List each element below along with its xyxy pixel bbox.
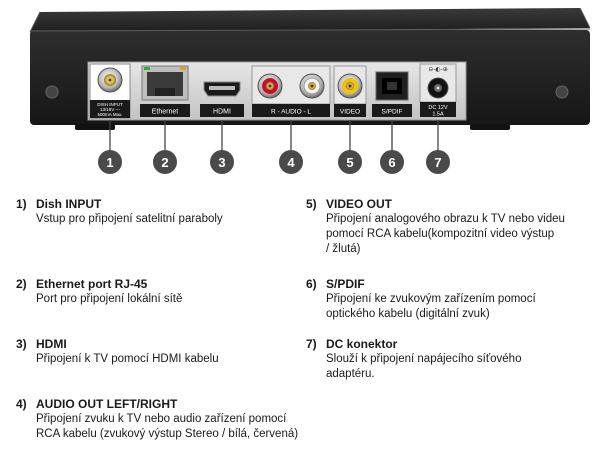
dish-label: DISH INPUT	[97, 102, 123, 107]
legend-description-line: RCA kabelu (zvukový výstup Stereo / bílá…	[36, 428, 299, 440]
callout-6: 6	[380, 120, 404, 174]
port-hdmi: HDMI	[200, 81, 244, 117]
legend-item-4: 4) AUDIO OUT LEFT/RIGHT Připojení zvuku k …	[16, 397, 298, 442]
ethernet-label: Ethernet	[152, 109, 179, 116]
port-audio-out: R - AUDIO - L	[251, 65, 331, 117]
callout-1: 1	[98, 120, 122, 174]
legend-description-line: optického kabelu (digitální zvuk)	[326, 308, 490, 320]
screw-icon	[45, 85, 59, 99]
legend-description-line: Port pro připojení lokální sítě	[36, 293, 183, 305]
screw-icon	[555, 85, 569, 99]
callout-group: 1 2 3 4 5 6 7	[98, 120, 450, 174]
legend-description-line: pomocí RCA kabelu(kompozitní video výstu…	[326, 228, 555, 240]
callout-circle	[380, 150, 404, 174]
legend-title-text: Ethernet port RJ-45	[36, 277, 148, 291]
legend-description-line: Připojení zvuku k TV nebo audio zařízení…	[36, 413, 287, 425]
callout-number: 3	[218, 155, 225, 170]
callout-number: 2	[161, 155, 168, 170]
callout-number: 1	[106, 155, 113, 170]
device-rear-panel-illustration: DISH INPUT 13/18V --- 500mA Max. Etherne…	[29, 7, 591, 174]
legend-title-text: VIDEO OUT	[326, 197, 393, 211]
callout-4: 4	[279, 120, 303, 174]
callout-circle	[153, 150, 177, 174]
legend-number: 2)	[16, 277, 27, 291]
legend-title: 7) DC konektor	[306, 337, 521, 352]
legend-number: 1)	[16, 197, 27, 211]
legend-title-text: DC konektor	[326, 337, 398, 351]
callout-7: 7	[426, 120, 450, 174]
legend-title: 3) HDMI	[16, 337, 219, 352]
spdif-label: S/PDIF	[382, 109, 403, 116]
callout-3: 3	[210, 120, 234, 174]
dc-label-1: DC 12V	[428, 105, 448, 111]
legend-title-text: Dish INPUT	[36, 197, 102, 211]
callout-circle	[279, 150, 303, 174]
port-dish-input: DISH INPUT 13/18V --- 500mA Max.	[89, 63, 131, 119]
legend-description-line: Slouží k připojení napájecího síťového	[326, 353, 522, 365]
hdmi-label: HDMI	[213, 109, 231, 116]
legend-title-text: S/PDIF	[326, 277, 365, 291]
legend-title-text: AUDIO OUT LEFT/RIGHT	[36, 397, 178, 411]
callout-circle	[426, 150, 450, 174]
callout-5: 5	[338, 120, 362, 174]
legend-title: 5) VIDEO OUT	[306, 197, 565, 212]
dc-label-2: 1.5A	[432, 112, 444, 118]
legend-description-line: Připojení analogového obrazu k TV nebo v…	[326, 213, 565, 225]
dish-spec1: 13/18V ---	[100, 107, 121, 112]
callout-circle	[98, 150, 122, 174]
legend-description-line: Připojení ke zvukovým zařízením pomocí	[326, 293, 536, 305]
port-ethernet: Ethernet	[140, 65, 190, 117]
legend-item-5: 5) VIDEO OUT Připojení analogového obrazu …	[306, 197, 565, 257]
dc-polarity-symbol: ⊖-◐-⊕	[428, 66, 448, 73]
legend-title: 4) AUDIO OUT LEFT/RIGHT	[16, 397, 298, 412]
legend-title-text: HDMI	[36, 337, 67, 351]
callout-number: 6	[388, 155, 395, 170]
legend-item-3: 3) HDMI Připojení k TV pomocí HDMI kabelu	[16, 337, 219, 367]
audio-label: R - AUDIO - L	[271, 109, 311, 116]
legend-number: 5)	[306, 197, 317, 211]
legend-number: 3)	[16, 337, 27, 351]
dish-spec2: 500mA Max.	[97, 112, 122, 117]
legend-number: 4)	[16, 397, 27, 411]
legend-number: 7)	[306, 337, 317, 351]
port-video-out: VIDEO	[333, 65, 367, 117]
legend-description-line: Vstup pro připojení satelitní paraboly	[36, 213, 223, 225]
legend-number: 6)	[306, 277, 317, 291]
legend-title: 1) Dish INPUT	[16, 197, 223, 212]
legend-title: 6) S/PDIF	[306, 277, 536, 292]
port-dc: ⊖-◐-⊕ DC 12V 1.5A	[419, 63, 457, 118]
callout-number: 7	[434, 155, 441, 170]
callout-2: 2	[153, 120, 177, 174]
port-spdif: S/PDIF	[372, 71, 412, 117]
callout-circle	[210, 150, 234, 174]
legend-description-line: Připojení k TV pomocí HDMI kabelu	[36, 353, 219, 365]
video-label: VIDEO	[340, 109, 360, 116]
legend-description-line: / žlutá)	[326, 243, 361, 255]
legend-item-1: 1) Dish INPUT Vstup pro připojení satelitn…	[16, 197, 223, 227]
callout-circle	[338, 150, 362, 174]
legend-title: 2) Ethernet port RJ-45	[16, 277, 182, 292]
legend-description-line: adaptéru.	[326, 368, 375, 380]
callout-number: 4	[287, 155, 295, 170]
legend-item-6: 6) S/PDIF Připojení ke zvukovým zařízením …	[306, 277, 536, 322]
callout-number: 5	[346, 155, 353, 170]
